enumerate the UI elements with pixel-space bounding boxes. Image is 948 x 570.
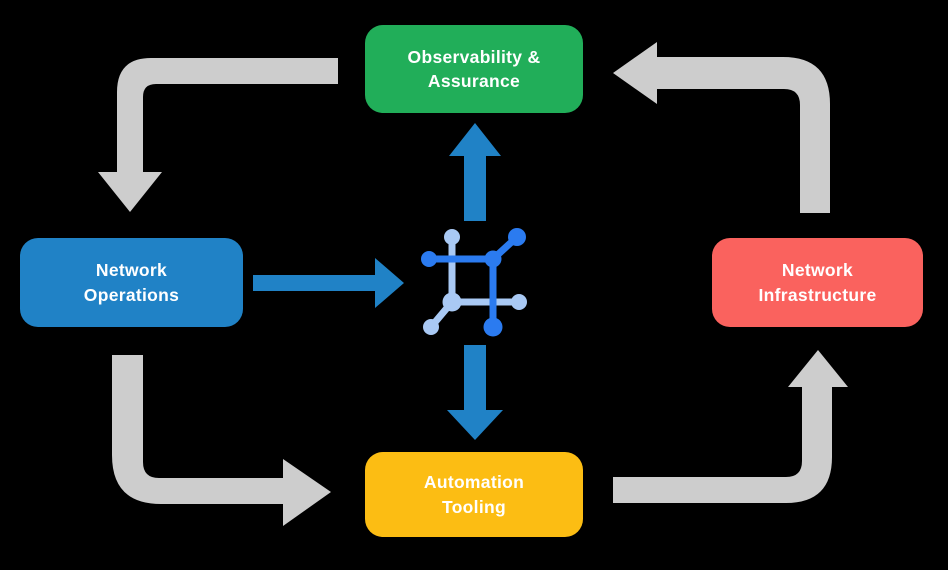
node-label-network-infrastructure: Network Infrastructure bbox=[758, 260, 877, 305]
node-label-automation-tooling: Automation Tooling bbox=[423, 472, 525, 517]
flow-arrow-operations-to-center bbox=[253, 258, 404, 308]
node-observability-assurance: Observability & Assurance bbox=[365, 25, 583, 113]
cycle-arrow-automation-to-infrastructure bbox=[613, 350, 848, 503]
node-network-infrastructure: Network Infrastructure bbox=[712, 238, 923, 327]
network-mesh-dark-nodes bbox=[421, 228, 526, 337]
node-label-observability-assurance: Observability & Assurance bbox=[407, 46, 541, 91]
flow-arrow-center-to-observability bbox=[449, 123, 501, 221]
flow-arrow-center-to-automation bbox=[447, 345, 503, 440]
cycle-arrow-operations-to-automation bbox=[112, 355, 331, 526]
cycle-arrow-observability-to-operations bbox=[98, 58, 338, 212]
network-mesh-light-nodes bbox=[423, 229, 527, 335]
node-label-network-operations: Network Operations bbox=[83, 260, 180, 305]
node-automation-tooling: Automation Tooling bbox=[365, 452, 583, 537]
network-mesh-icon bbox=[421, 228, 527, 337]
node-network-operations: Network Operations bbox=[20, 238, 243, 327]
cycle-arrow-infrastructure-to-observability bbox=[613, 42, 830, 213]
